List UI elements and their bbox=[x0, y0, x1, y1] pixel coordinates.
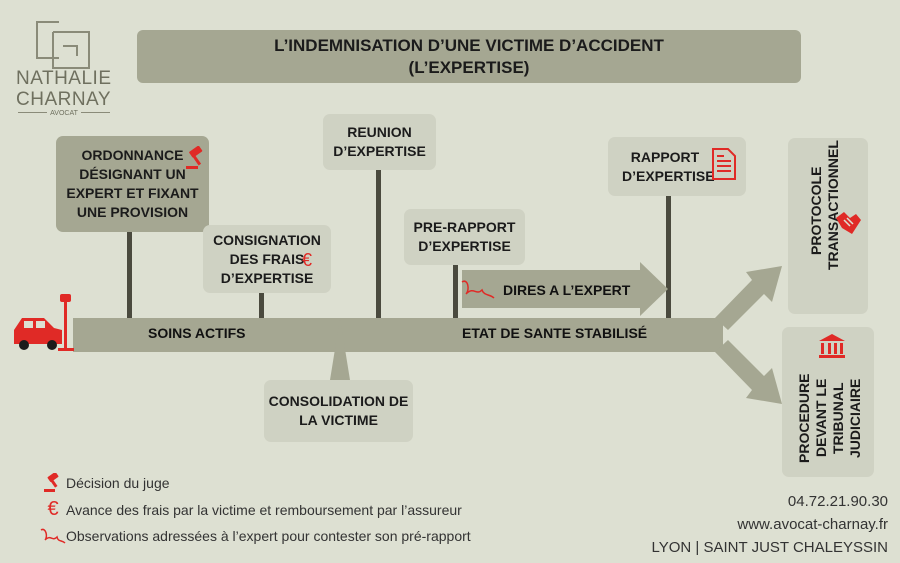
legend-text-decision: Décision du juge bbox=[66, 475, 170, 491]
courthouse-icon bbox=[819, 334, 845, 358]
gavel-icon bbox=[186, 146, 203, 169]
gavel-icon bbox=[40, 473, 66, 493]
logo-name-first: NATHALIE bbox=[16, 68, 112, 89]
event-ordonnance-label: ORDONNANCE DÉSIGNANT UN EXPERT ET FIXANT… bbox=[66, 147, 199, 220]
event-rapport-label: RAPPORT D’EXPERTISE bbox=[622, 148, 715, 184]
outcome-procedure: PROCEDURE DEVANT LE TRIBUNAL JUDICIAIRE bbox=[782, 327, 874, 477]
signature-icon bbox=[40, 526, 66, 546]
logo-mark-icon bbox=[36, 21, 90, 69]
segment-soins-actifs: SOINS ACTIFS bbox=[148, 325, 246, 341]
timeline-bar bbox=[73, 318, 723, 352]
euro-icon: € bbox=[47, 498, 59, 520]
euro-icon: € bbox=[302, 250, 313, 270]
stem-ordonnance bbox=[127, 228, 132, 318]
legend-text-avance: Avance des frais par la victime et rembo… bbox=[66, 501, 462, 518]
contact-location: LYON | SAINT JUST CHALEYSSIN bbox=[651, 539, 888, 556]
stem-consignation bbox=[259, 292, 264, 318]
consolidation-pointer bbox=[330, 318, 350, 380]
page-title: L’INDEMNISATION D’UNE VICTIME D’ACCIDENT bbox=[274, 36, 664, 55]
event-consignation-label: CONSIGNATION DES FRAIS D’EXPERTISE bbox=[213, 231, 321, 286]
page-subtitle: (L’EXPERTISE) bbox=[408, 58, 530, 77]
event-consolidation-label: CONSOLIDATION DE LA VICTIME bbox=[268, 393, 409, 428]
event-consignation: CONSIGNATION DES FRAIS D’EXPERTISE bbox=[203, 225, 331, 293]
title-box: L’INDEMNISATION D’UNE VICTIME D’ACCIDENT… bbox=[137, 30, 801, 83]
car-icon bbox=[14, 318, 62, 350]
event-pre-rapport-label: PRE-RAPPORT D’EXPERTISE bbox=[413, 219, 516, 254]
branch-up-arrow bbox=[715, 266, 782, 330]
handshake-icon bbox=[836, 212, 861, 234]
logo-subtitle: AVOCAT bbox=[47, 110, 81, 117]
lamp-post-icon bbox=[58, 294, 74, 351]
outcome-procedure-label: PROCEDURE DEVANT LE TRIBUNAL JUDICIAIRE bbox=[796, 373, 863, 463]
legend-item-avance: € Avance des frais par la victime et rem… bbox=[40, 498, 462, 521]
event-reunion: REUNION D’EXPERTISE bbox=[323, 114, 436, 170]
event-pre-rapport: PRE-RAPPORT D’EXPERTISE bbox=[404, 209, 525, 265]
stem-rapport bbox=[666, 195, 671, 318]
signature-icon bbox=[461, 280, 495, 299]
legend-item-observations: Observations adressées à l’expert pour c… bbox=[40, 526, 471, 546]
event-reunion-label: REUNION D’EXPERTISE bbox=[333, 124, 426, 159]
outcome-protocole: PROTOCOLE TRANSACTIONNEL bbox=[788, 138, 868, 314]
contact-phone: 04.72.21.90.30 bbox=[787, 493, 888, 510]
contact-website[interactable]: www.avocat-charnay.fr bbox=[737, 516, 888, 533]
event-consolidation: CONSOLIDATION DE LA VICTIME bbox=[264, 380, 413, 442]
dires-label: DIRES A L’EXPERT bbox=[503, 282, 631, 298]
segment-etat-stabilise: ETAT DE SANTE STABILISÉ bbox=[462, 325, 648, 341]
stem-pre-rapport bbox=[453, 263, 458, 318]
stem-reunion bbox=[376, 168, 381, 318]
branch-down-arrow bbox=[715, 340, 782, 404]
legend-text-observations: Observations adressées à l’expert pour c… bbox=[66, 528, 471, 544]
logo-name-last: CHARNAY bbox=[16, 89, 111, 110]
legend-item-decision: Décision du juge bbox=[40, 473, 170, 493]
event-ordonnance: ORDONNANCE DÉSIGNANT UN EXPERT ET FIXANT… bbox=[56, 136, 209, 232]
document-icon bbox=[712, 148, 736, 180]
dires-arrow bbox=[462, 262, 668, 316]
